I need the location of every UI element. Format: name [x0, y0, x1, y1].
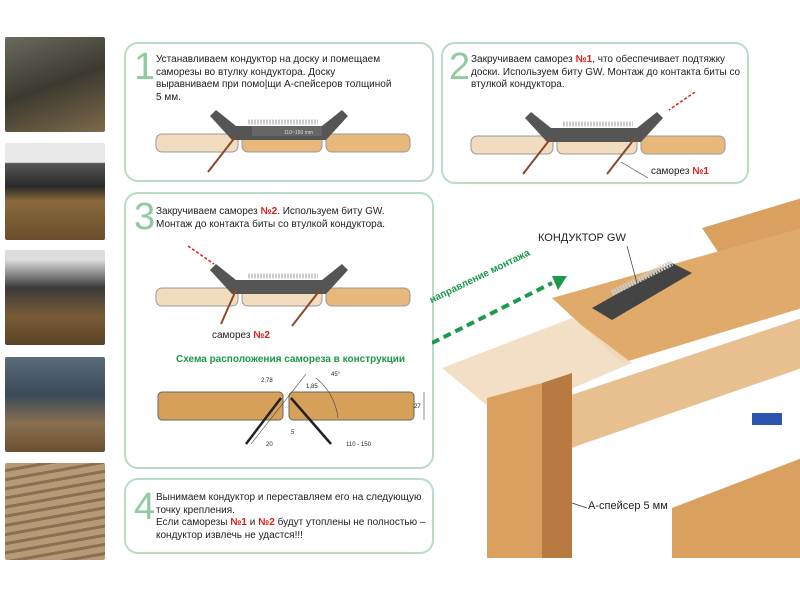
dim-spacing: 110 - 150	[346, 442, 371, 448]
deck-installation-illustration	[432, 198, 800, 558]
photo-screwdriver	[5, 250, 105, 345]
photo-screwing	[5, 143, 105, 240]
dim-d1: 2,78	[261, 378, 273, 384]
screw-placement-scheme	[157, 373, 425, 445]
tool-scale: 110~150 mm	[284, 130, 313, 136]
dim-d2: 1,85	[306, 384, 318, 390]
step-number: 1	[134, 46, 156, 88]
jig-label: КОНДУКТОР GW	[538, 232, 626, 244]
step-text: Устанавливаем кондуктор на доску и помещ…	[156, 54, 392, 103]
step-4-panel: 4 Вынимаем кондуктор и переставляем его …	[124, 478, 434, 554]
step-number: 4	[134, 486, 156, 528]
dim-gap: 5	[291, 430, 295, 436]
photo-screw-head	[5, 463, 105, 560]
dim-angle: 45°	[331, 372, 341, 378]
step-number: 3	[134, 196, 156, 238]
scheme-title: Схема расположения самореза в конструкци…	[176, 354, 406, 365]
screw-1-callout: саморез №1	[651, 166, 709, 177]
dim-offset: 20	[266, 442, 273, 448]
step-text: Закручиваем саморез №1, что обеспечивает…	[471, 54, 741, 90]
jig-diagram-screw-2	[155, 245, 411, 327]
step-text: Вынимаем кондуктор и переставляем его на…	[156, 492, 426, 541]
screw-2-callout: саморез №2	[212, 330, 270, 341]
step-1-panel: 1 Устанавливаем кондуктор на доску и пом…	[124, 42, 434, 182]
dim-height: 27	[414, 404, 421, 410]
step-number: 2	[449, 46, 471, 88]
step-3-panel: 3 Закручиваем саморез №2. Используем бит…	[124, 192, 434, 469]
jig-diagram-screw-1	[470, 92, 726, 179]
spacer-label: А-спейсер 5 мм	[588, 500, 668, 512]
step-2-panel: 2 Закручиваем саморез №1, что обеспечива…	[441, 42, 749, 184]
jig-diagram: 110~150 mm	[155, 110, 411, 173]
step-text: Закручиваем саморез №2. Используем биту …	[156, 206, 386, 230]
photo-jig-on-deck	[5, 37, 105, 132]
photo-jig-closeup	[5, 357, 105, 452]
